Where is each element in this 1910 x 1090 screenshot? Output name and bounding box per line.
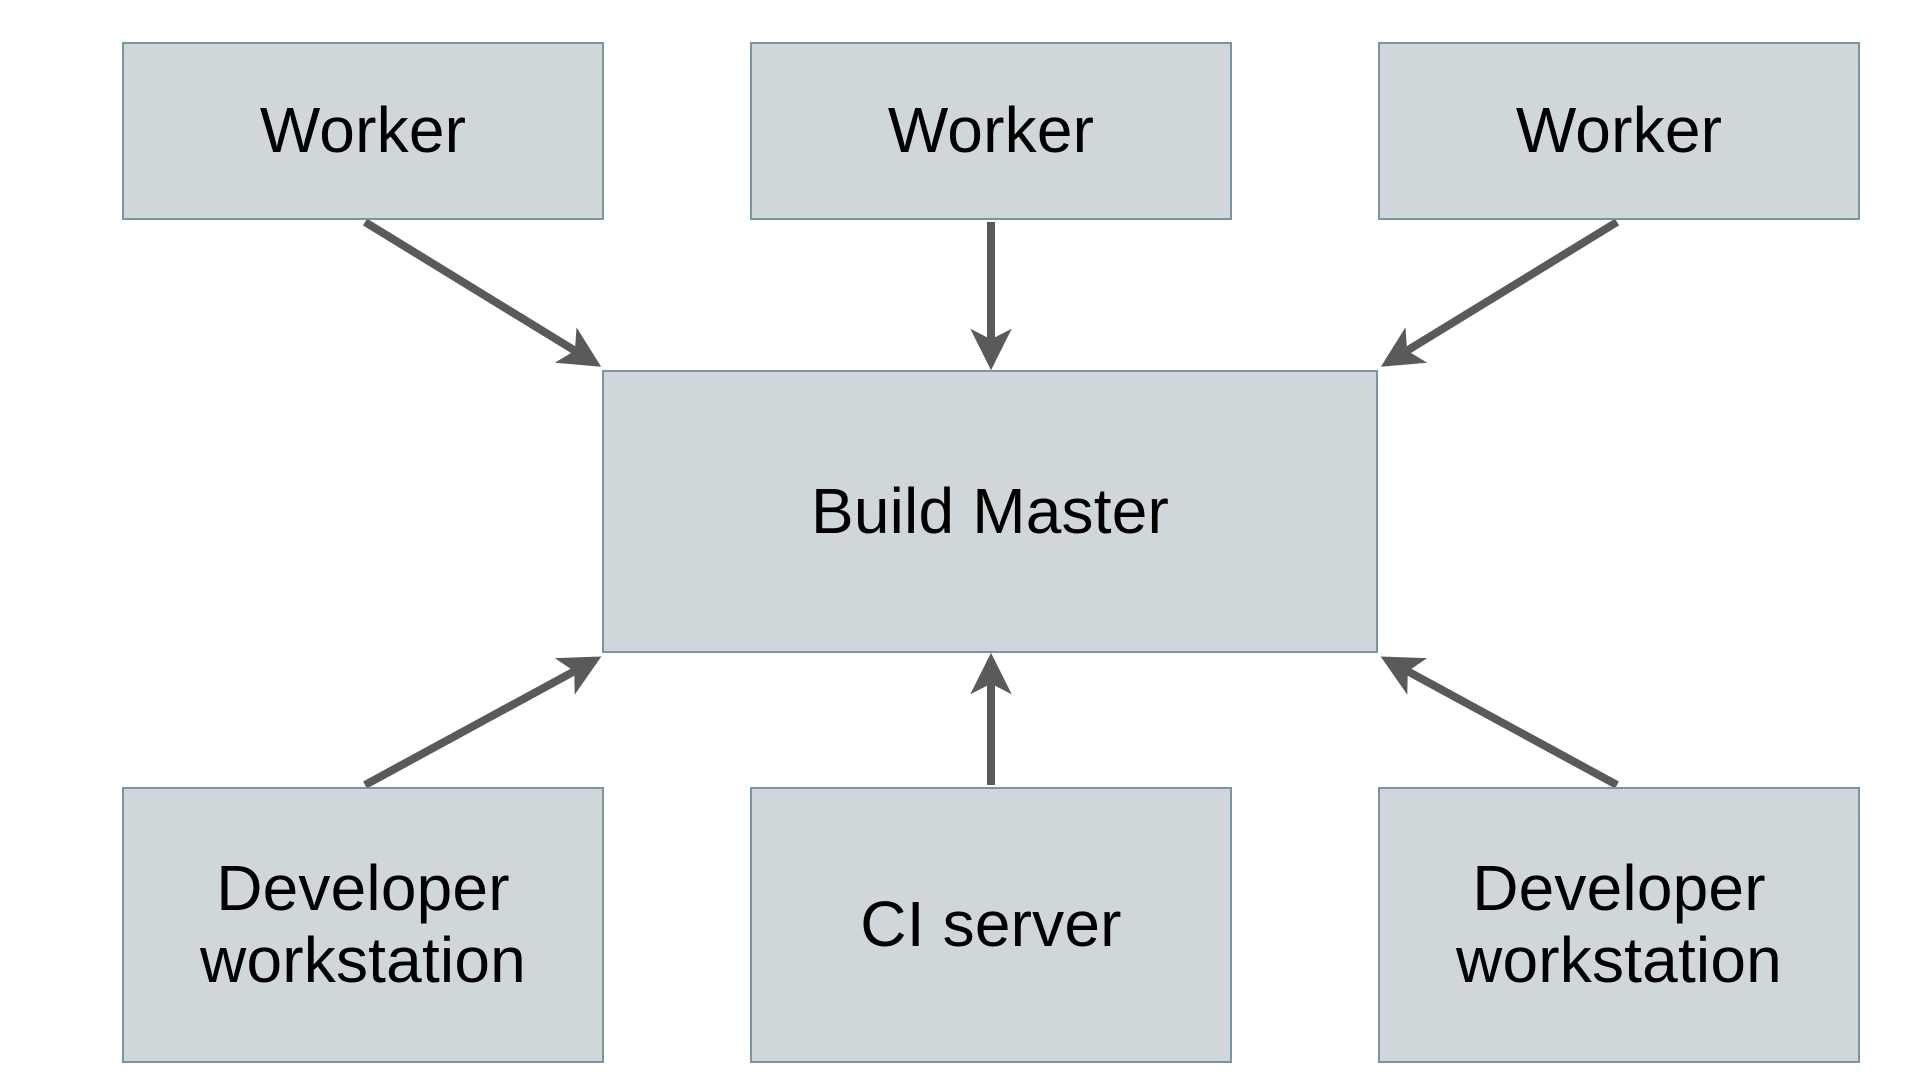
node-label: CI server (860, 888, 1122, 961)
node-ci-server[interactable]: CI server (750, 787, 1232, 1063)
node-label: Worker (1515, 94, 1723, 167)
node-label: Worker (259, 94, 467, 167)
node-label: Developer workstation (200, 852, 526, 996)
node-developer-workstation-left[interactable]: Developer workstation (122, 787, 604, 1063)
edge-dev-workstation2-to-build-master (1380, 656, 1619, 789)
node-build-master[interactable]: Build Master (602, 370, 1378, 653)
edge-worker3-to-build-master (1380, 218, 1620, 367)
node-worker-2[interactable]: Worker (750, 42, 1232, 220)
node-developer-workstation-right[interactable]: Developer workstation (1378, 787, 1860, 1063)
node-worker-1[interactable]: Worker (122, 42, 604, 220)
node-label: Worker (887, 94, 1095, 167)
node-worker-3[interactable]: Worker (1378, 42, 1860, 220)
node-label: Build Master (810, 474, 1170, 547)
edge-worker1-to-build-master (362, 218, 602, 367)
edge-dev-workstation1-to-build-master (363, 656, 602, 789)
node-label: Developer workstation (1456, 852, 1782, 996)
